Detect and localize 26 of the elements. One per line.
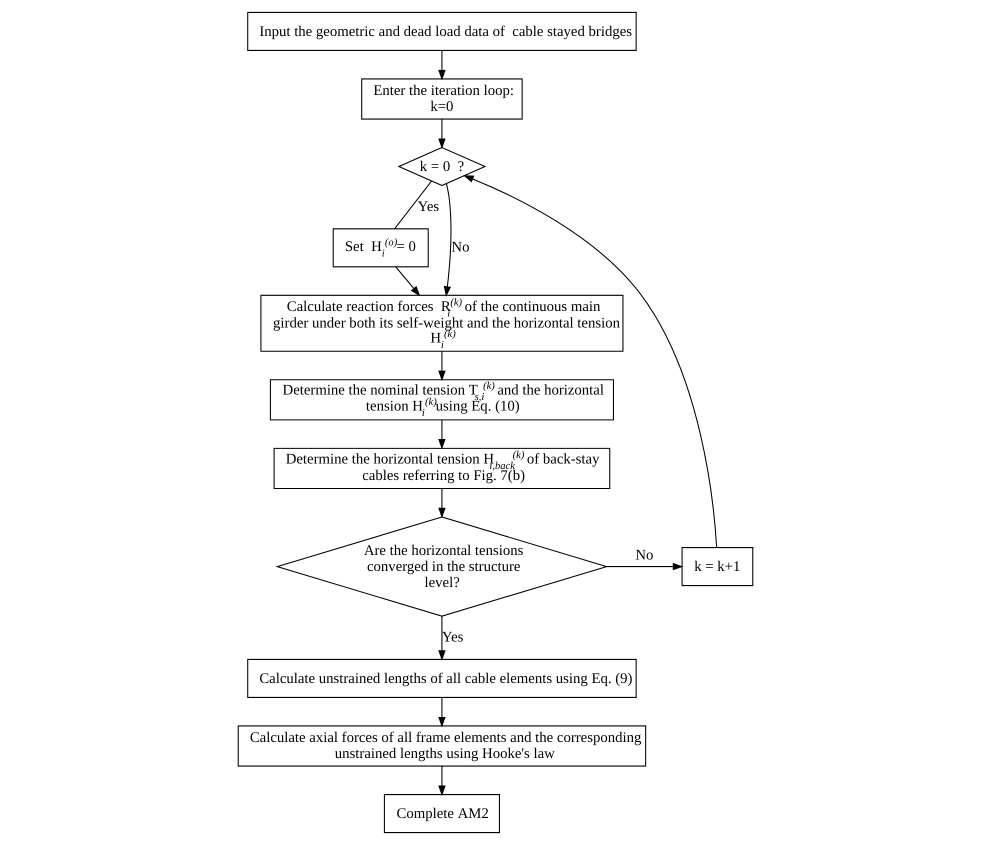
edge-label: No — [451, 240, 470, 256]
node-box: Enter the iteration loop: k=0 — [361, 78, 523, 120]
edge-label: No — [635, 547, 654, 564]
arrow — [463, 175, 718, 548]
connector — [394, 180, 432, 230]
node-diamond: k = 0 ? — [398, 146, 486, 186]
edge-label: Yes — [418, 199, 440, 216]
arrow — [444, 183, 452, 297]
arrow — [438, 766, 446, 796]
arrow — [438, 50, 446, 80]
node-box: Set H$_{i}$$^{(o)}$= 0 — [332, 228, 429, 268]
node-diamond: Are the horizontal tensions converged in the structure level? — [275, 516, 608, 617]
arrow — [438, 352, 446, 382]
node-box: Input the geometric and dead load data of cable stayed bridges — [247, 12, 637, 51]
node-box: Calculate unstrained lengths of all cable elements using Eq. (9) — [247, 658, 637, 698]
arrow — [438, 698, 446, 728]
arrow — [606, 562, 684, 570]
node-box: Determine the nominal tension T$_{s,i}$$^{(k)}$ and the horizontal tension H$_{i}$$^{(k)}$using Eq. (10) — [270, 379, 614, 420]
arrow — [438, 616, 446, 661]
arrow — [438, 420, 446, 450]
node-box: Complete AM2 — [384, 794, 500, 834]
node-box: Calculate axial forces of all frame elements and the corresponding unstrained lengths using Hooke's law — [238, 725, 646, 767]
arrow — [395, 266, 420, 296]
node-box: k = k+1 — [682, 547, 754, 586]
arrow — [438, 119, 446, 150]
arrow — [438, 488, 446, 518]
